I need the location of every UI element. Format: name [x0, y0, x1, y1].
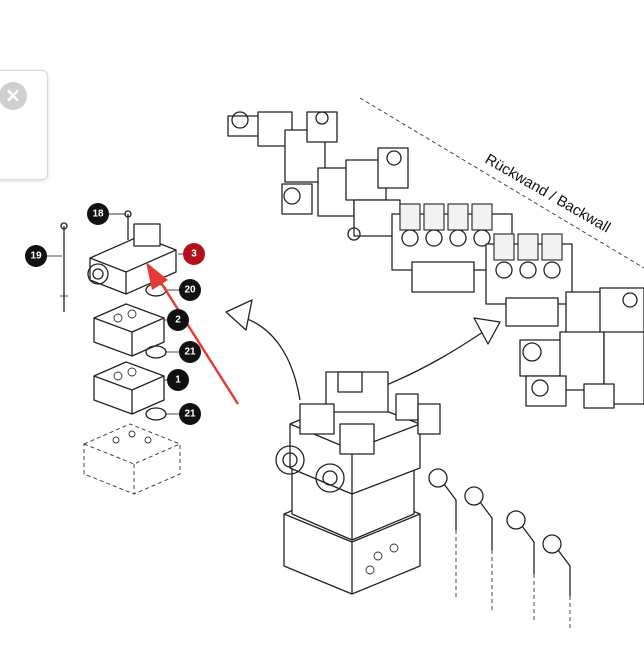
callout-20-label: 20: [184, 285, 196, 296]
callout-19-label: 19: [30, 251, 42, 262]
backwall-line: [359, 97, 644, 269]
close-icon[interactable]: ×: [0, 82, 27, 110]
annotation-arrow: [146, 262, 240, 405]
callout-19: 19: [25, 245, 47, 267]
assembled-valve-unit: [275, 371, 441, 595]
callout-3: 3: [183, 243, 205, 265]
callout-1-label: 1: [175, 375, 181, 386]
callout-21b-label: 21: [184, 409, 196, 420]
exploded-valve-stack: [46, 210, 190, 495]
callout-18-label: 18: [92, 209, 104, 220]
callout-3-label: 3: [191, 249, 197, 260]
callout-18: 18: [87, 203, 109, 225]
callout-2: 2: [167, 309, 189, 331]
callout-20: 20: [179, 279, 201, 301]
callout-2-label: 2: [175, 315, 181, 326]
callout-21a: 21: [179, 341, 201, 363]
backwall-manifold-chain: [227, 111, 644, 409]
callout-21a-label: 21: [184, 347, 196, 358]
exploded-view-arrows: [225, 299, 501, 401]
callout-1: 1: [167, 369, 189, 391]
callout-21b: 21: [179, 403, 201, 425]
close-glyph: ×: [4, 83, 22, 107]
hose-fittings: [428, 468, 571, 630]
dismiss-panel: ×: [0, 70, 48, 180]
